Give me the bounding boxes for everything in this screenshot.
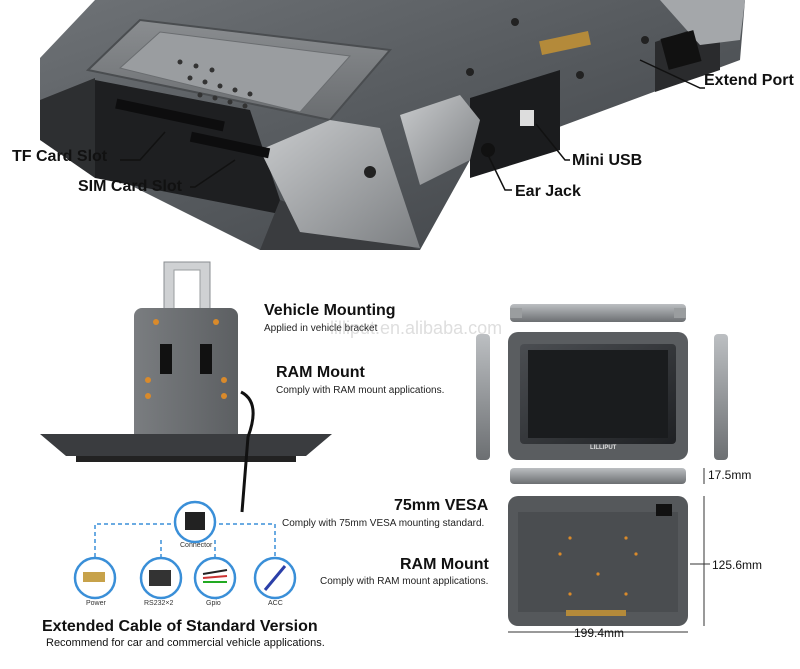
cable-diagram [73,500,297,600]
device-views [476,304,728,633]
dim-thickness: 17.5mm [708,468,752,482]
ram-mount-subtitle: Comply with RAM mount applications. [276,385,445,396]
cable-item-acc: ACC [268,600,283,607]
cable-item-rs232: RS232×2 [144,600,174,607]
vehicle-mounting-title: Vehicle Mounting [264,302,396,319]
cable-item-power: Power [86,600,106,607]
label-tf-card-slot: TF Card Slot [12,148,108,165]
watermark: lilliput.en.alibaba.com [330,318,503,338]
device-logo: LILLIPUT [590,445,617,451]
vehicle-mount-bracket [40,261,332,513]
ram-mount-title: RAM Mount [276,364,365,381]
vesa-subtitle: Comply with 75mm VESA mounting standard. [282,518,485,529]
cable-item-gpio: Gpio [206,600,221,607]
device-ram-mount-title: RAM Mount [400,556,489,573]
label-extend-port: Extend Port [704,72,794,89]
dim-width: 199.4mm [574,626,625,640]
label-sim-card-slot: SIM Card Slot [78,178,183,195]
device-ram-mount-subtitle: Comply with RAM mount applications. [320,576,489,587]
tablet-edge-illustration [40,0,745,250]
label-mini-usb: Mini USB [572,152,643,169]
cable-title: Extended Cable of Standard Version [42,618,318,635]
vesa-title: 75mm VESA [394,497,489,514]
cable-subtitle: Recommend for car and commercial vehicle… [46,637,325,649]
dim-height: 125.6mm [712,558,763,572]
label-ear-jack: Ear Jack [515,183,581,200]
vehicle-mounting-subtitle: Applied in vehicle bracket [264,323,378,334]
connector-label: Connector [180,542,213,549]
